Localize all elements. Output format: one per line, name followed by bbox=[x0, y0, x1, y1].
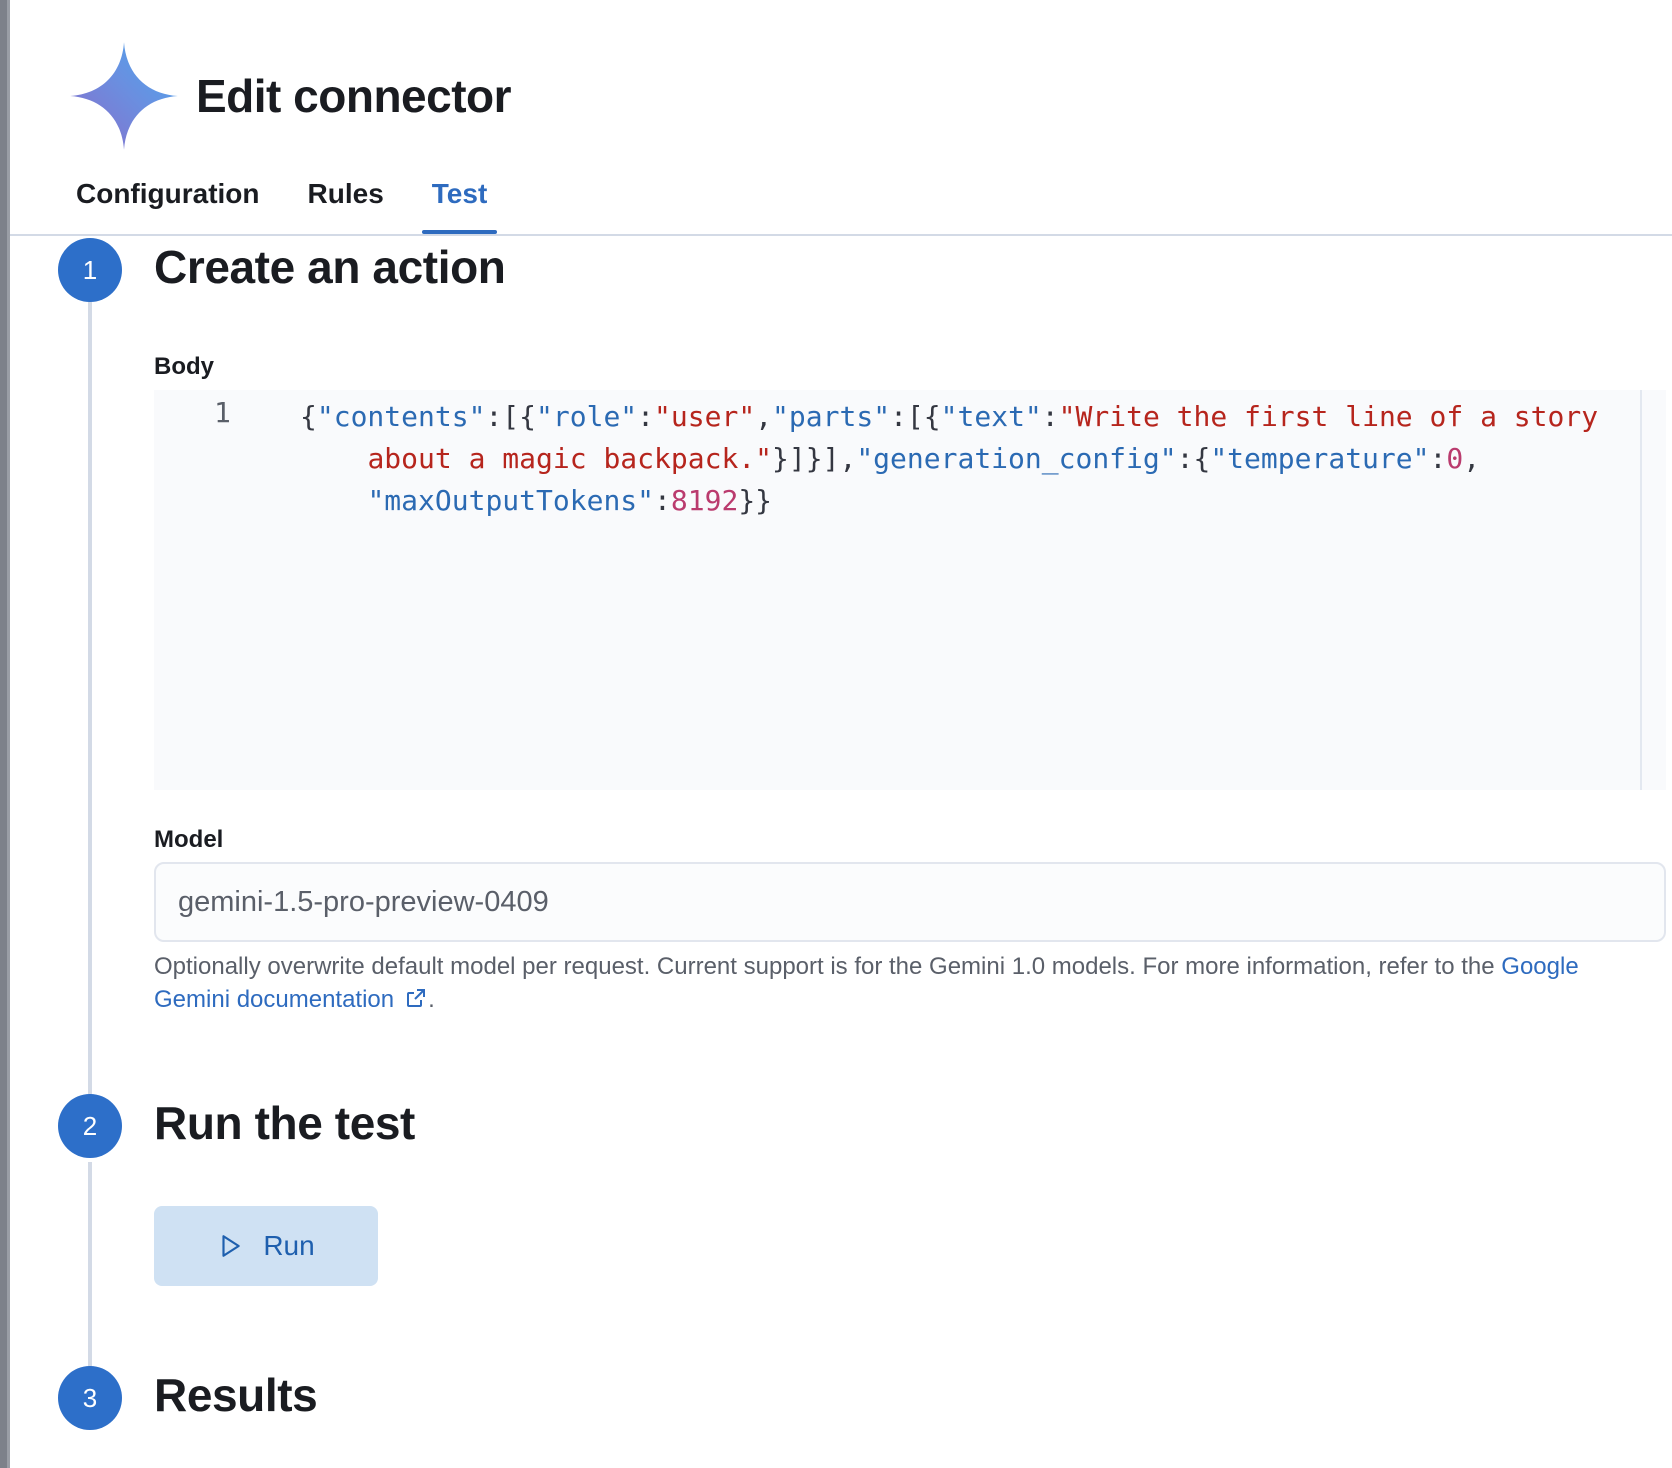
edit-connector-flyout: Edit connector Configuration Rules Test … bbox=[10, 0, 1672, 1468]
gemini-documentation-link[interactable]: Google Gemini documentation bbox=[154, 953, 1579, 1013]
external-link-icon bbox=[407, 989, 426, 1007]
gemini-logo-icon bbox=[70, 42, 178, 150]
help-suffix: . bbox=[428, 986, 435, 1013]
flyout-header: Edit connector bbox=[68, 40, 512, 152]
step-number-badge: 2 bbox=[58, 1094, 122, 1158]
model-input[interactable] bbox=[154, 862, 1666, 942]
code-line-number: 1 bbox=[214, 396, 231, 429]
tab-rules[interactable]: Rules bbox=[307, 178, 384, 209]
run-button-label: Run bbox=[263, 1230, 315, 1261]
step-title: Create an action bbox=[154, 241, 506, 293]
model-label: Model bbox=[154, 826, 224, 853]
background-overlay bbox=[0, 0, 10, 1468]
gemini-documentation-link-label: Google Gemini documentation bbox=[154, 953, 1579, 1013]
step-number-badge: 3 bbox=[58, 1366, 122, 1430]
play-icon bbox=[222, 1235, 241, 1257]
body-code-editor[interactable]: 1 {"contents":[{"role":"user","parts":[{… bbox=[154, 390, 1666, 790]
tabs-divider bbox=[10, 234, 1672, 236]
step-title: Results bbox=[154, 1369, 318, 1421]
tab-configuration[interactable]: Configuration bbox=[76, 178, 260, 209]
code-content[interactable]: {"contents":[{"role":"user","parts":[{"t… bbox=[300, 400, 1599, 517]
tab-test[interactable]: Test bbox=[421, 168, 498, 234]
step-connector-line bbox=[88, 300, 92, 1096]
step-connector-line bbox=[88, 1162, 92, 1368]
run-button[interactable]: Run bbox=[154, 1206, 378, 1286]
background-overlay-edge bbox=[0, 0, 7, 1468]
body-label: Body bbox=[154, 353, 214, 380]
model-help-text: Optionally overwrite default model per r… bbox=[154, 950, 1644, 1016]
step-number-badge: 1 bbox=[58, 238, 122, 302]
connector-tabs: Configuration Rules Test bbox=[66, 168, 525, 234]
flyout-title: Edit connector bbox=[196, 70, 512, 122]
model-help-description: Optionally overwrite default model per r… bbox=[154, 953, 1495, 980]
step-title: Run the test bbox=[154, 1097, 415, 1149]
code-editor-scrollbar[interactable] bbox=[1640, 390, 1642, 790]
